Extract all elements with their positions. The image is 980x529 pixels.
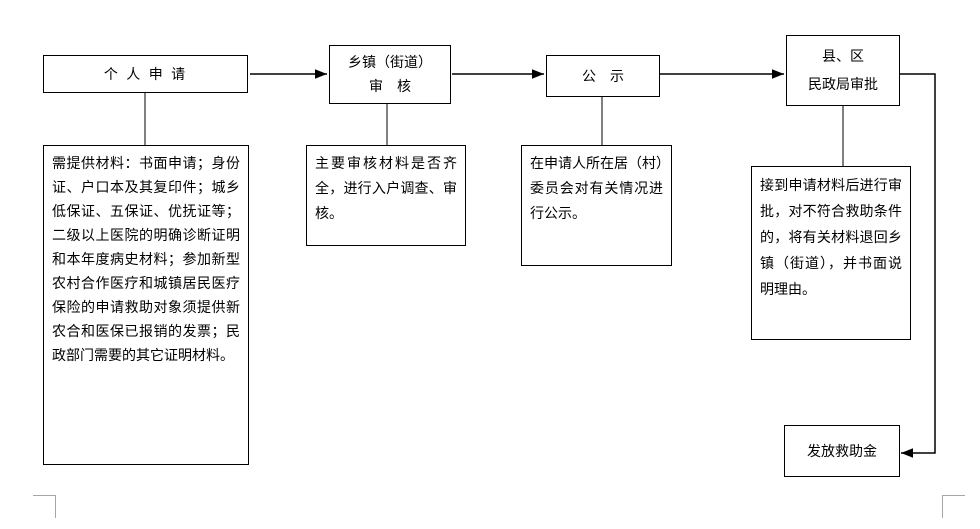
note-township-text: 主要审核材料是否齐全，进行入户调查、审核。 bbox=[315, 156, 457, 222]
step-apply-label: 个 人 申 请 bbox=[103, 67, 188, 83]
step-county-line2: 民政局审批 bbox=[808, 76, 878, 93]
page-corner-mark-left bbox=[33, 495, 56, 518]
page-corner-mark-right bbox=[942, 495, 965, 518]
note-apply: 需提供材料：书面申请；身份证、户口本及其复印件；城乡低保证、五保证、优抚证等；二… bbox=[43, 145, 249, 465]
step-publicity-label: 公 示 bbox=[582, 69, 624, 85]
step-township-line1: 乡镇（街道） bbox=[348, 54, 432, 71]
step-township: 乡镇（街道） 审 核 bbox=[329, 45, 451, 104]
note-publicity: 在申请人所在居（村）委员会对有关情况进行公示。 bbox=[521, 145, 672, 266]
note-county-text: 接到申请材料后进行审批，对不符合救助条件的，将有关材料退回乡镇（街道），并书面说… bbox=[760, 178, 902, 298]
step-apply: 个 人 申 请 bbox=[43, 55, 248, 93]
arrow-county-to-payout bbox=[900, 73, 936, 458]
step-payout-label: 发放救助金 bbox=[807, 444, 877, 460]
note-township: 主要审核材料是否齐全，进行入户调查、审核。 bbox=[306, 145, 466, 246]
step-township-line2: 审 核 bbox=[369, 78, 411, 95]
step-county-line1: 县、区 bbox=[822, 48, 864, 65]
step-publicity: 公 示 bbox=[546, 55, 660, 97]
step-payout: 发放救助金 bbox=[784, 425, 900, 477]
note-publicity-text: 在申请人所在居（村）委员会对有关情况进行公示。 bbox=[530, 156, 663, 222]
note-apply-text: 需提供材料：书面申请；身份证、户口本及其复印件；城乡低保证、五保证、优抚证等；二… bbox=[52, 156, 240, 364]
step-county: 县、区 民政局审批 bbox=[786, 35, 900, 106]
note-county: 接到申请材料后进行审批，对不符合救助条件的，将有关材料退回乡镇（街道），并书面说… bbox=[751, 166, 911, 340]
